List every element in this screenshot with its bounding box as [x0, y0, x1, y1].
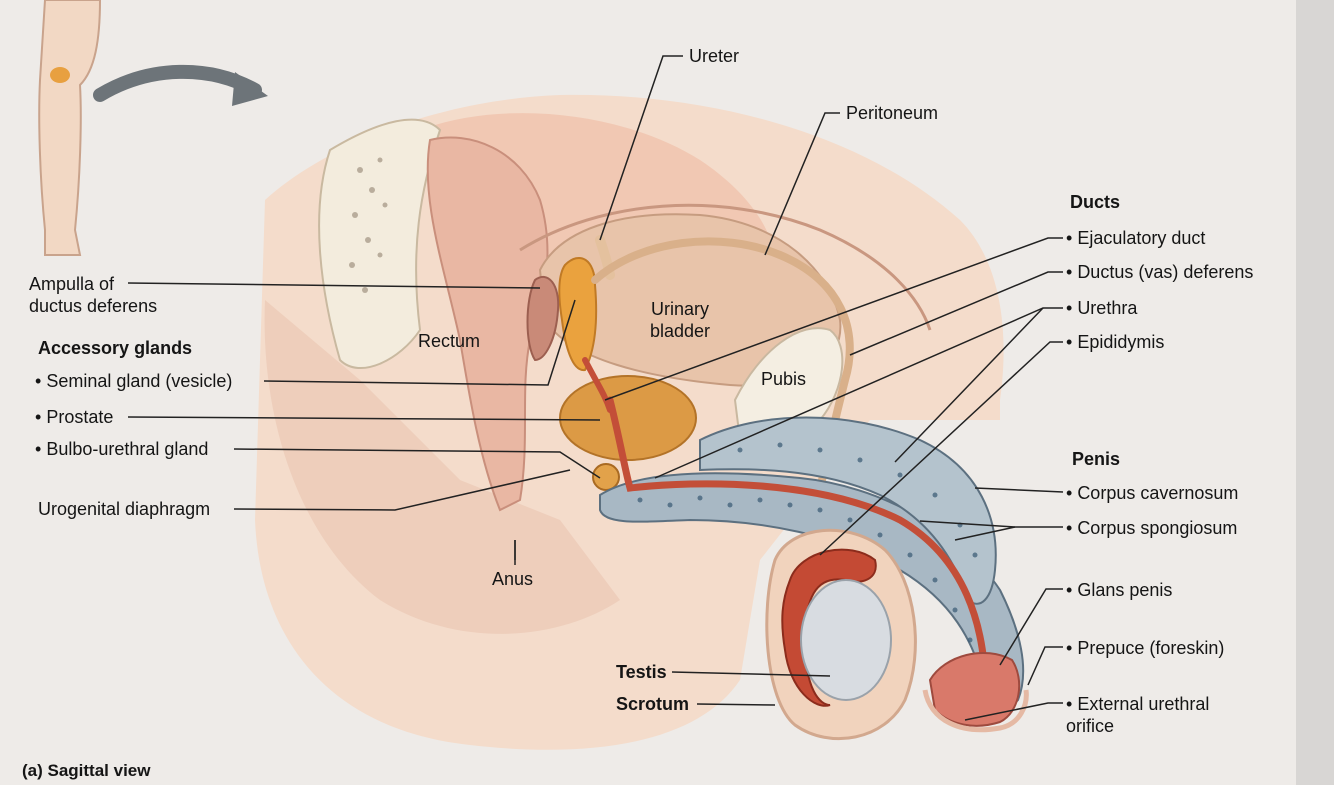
leader-peritoneum — [764, 112, 840, 256]
rectum-organ — [426, 136, 549, 512]
label-scrotum: Scrotum — [616, 694, 690, 714]
orientation-arrowhead — [232, 72, 268, 106]
bullet: • — [35, 439, 42, 459]
leader-glans — [999, 588, 1063, 666]
leader-seminal — [263, 299, 576, 386]
orientation-figure — [38, 0, 102, 256]
label-corpus-spongiosum-text: Corpus spongiosum — [1077, 518, 1238, 538]
label-rectum: Rectum — [418, 331, 481, 351]
bullet: • — [1066, 483, 1073, 503]
figure-caption: (a) Sagittal view — [22, 761, 151, 780]
leader-orifice — [964, 702, 1063, 721]
label-ejaculatory-duct: •Ejaculatory duct — [1066, 228, 1205, 250]
prepuce-shape — [922, 689, 1029, 733]
label-epididymis-text: Epididymis — [1077, 332, 1165, 352]
label-anus: Anus — [492, 569, 534, 589]
label-ductus-deferens-text: Ductus (vas) deferens — [1077, 262, 1254, 282]
testis-shape — [800, 579, 892, 701]
peritoneum-line — [519, 203, 932, 331]
label-seminal-gland-text: Seminal gland (vesicle) — [46, 371, 233, 391]
label-testis: Testis — [616, 662, 667, 682]
leader-lines — [127, 55, 1064, 721]
label-bulbo-urethral-text: Bulbo-urethral gland — [46, 439, 209, 459]
label-urinary-bladder: Urinary bladder — [650, 299, 711, 341]
heading-accessory-glands: Accessory glands — [38, 338, 193, 358]
bullet: • — [1066, 518, 1073, 538]
label-pubis: Pubis — [761, 369, 807, 389]
label-bulbo-urethral: •Bulbo-urethral gland — [35, 439, 208, 461]
leader-urogenital — [233, 469, 571, 511]
seminal-gland — [558, 256, 598, 372]
sacrum-bone — [318, 118, 442, 370]
leader-ejaculatory — [604, 237, 1063, 401]
bullet: • — [1066, 262, 1073, 282]
page-edge-shadow — [1296, 0, 1334, 785]
urinary-bladder — [538, 213, 842, 387]
label-corpus-cavernosum-text: Corpus cavernosum — [1077, 483, 1239, 503]
bullet: • — [1066, 332, 1073, 352]
corpus-cavernosum-shape — [699, 416, 997, 605]
label-epididymis: •Epididymis — [1066, 332, 1164, 354]
label-ureter: Ureter — [689, 46, 740, 66]
leader-ductus — [849, 271, 1063, 356]
urethra-path — [606, 396, 990, 719]
bullet: • — [1066, 694, 1073, 714]
thigh-shading — [264, 300, 620, 634]
label-ampulla: Ampulla of ductus deferens — [29, 274, 158, 316]
bullet: • — [1066, 228, 1073, 248]
label-ductus-deferens: •Ductus (vas) deferens — [1066, 262, 1253, 284]
label-peritoneum: Peritoneum — [846, 103, 939, 123]
label-prostate: •Prostate — [35, 407, 113, 429]
ampulla — [526, 275, 560, 362]
bullet: • — [35, 407, 42, 427]
sacrum-texture — [349, 157, 388, 293]
label-external-urethral-orifice-text: External urethral orifice — [1066, 694, 1210, 736]
label-glans-penis-text: Glans penis — [1077, 580, 1173, 600]
leader-ampulla — [127, 282, 541, 289]
label-seminal-gland: •Seminal gland (vesicle) — [35, 371, 232, 393]
glans-penis-shape — [928, 652, 1021, 727]
bullet: • — [1066, 580, 1073, 600]
leader-scrotum — [696, 703, 776, 706]
label-corpus-spongiosum: •Corpus spongiosum — [1066, 518, 1237, 540]
label-ejaculatory-duct-text: Ejaculatory duct — [1077, 228, 1206, 248]
leader-testis — [671, 671, 831, 677]
leader-bulbo — [233, 448, 601, 479]
leader-ureter — [599, 55, 683, 241]
bullet: • — [1066, 638, 1073, 658]
leader-urethra-2 — [894, 307, 1044, 463]
leader-cavernosum — [974, 487, 1064, 493]
label-urogenital-diaphragm: Urogenital diaphragm — [38, 499, 211, 519]
label-prostate-text: Prostate — [46, 407, 114, 427]
heading-penis: Penis — [1072, 449, 1121, 469]
bullet: • — [1066, 298, 1073, 318]
label-glans-penis: •Glans penis — [1066, 580, 1172, 602]
label-prepuce: •Prepuce (foreskin) — [1066, 638, 1224, 660]
leader-epididymis — [819, 341, 1063, 556]
label-external-urethral-orifice: •External urethral orifice — [1066, 694, 1209, 737]
prostate-gland — [559, 375, 697, 461]
leader-spongiosum-2 — [954, 526, 1016, 541]
heading-ducts: Ducts — [1070, 192, 1121, 212]
bullet: • — [35, 371, 42, 391]
leader-prepuce — [1027, 646, 1063, 686]
bulbo-urethral-gland — [592, 463, 620, 491]
label-urethra: •Urethra — [1066, 298, 1137, 320]
label-corpus-cavernosum: •Corpus cavernosum — [1066, 483, 1238, 505]
ejaculatory-duct-path — [582, 357, 613, 413]
leader-prostate — [127, 416, 601, 421]
label-prepuce-text: Prepuce (foreskin) — [1077, 638, 1225, 658]
label-urethra-text: Urethra — [1077, 298, 1138, 318]
